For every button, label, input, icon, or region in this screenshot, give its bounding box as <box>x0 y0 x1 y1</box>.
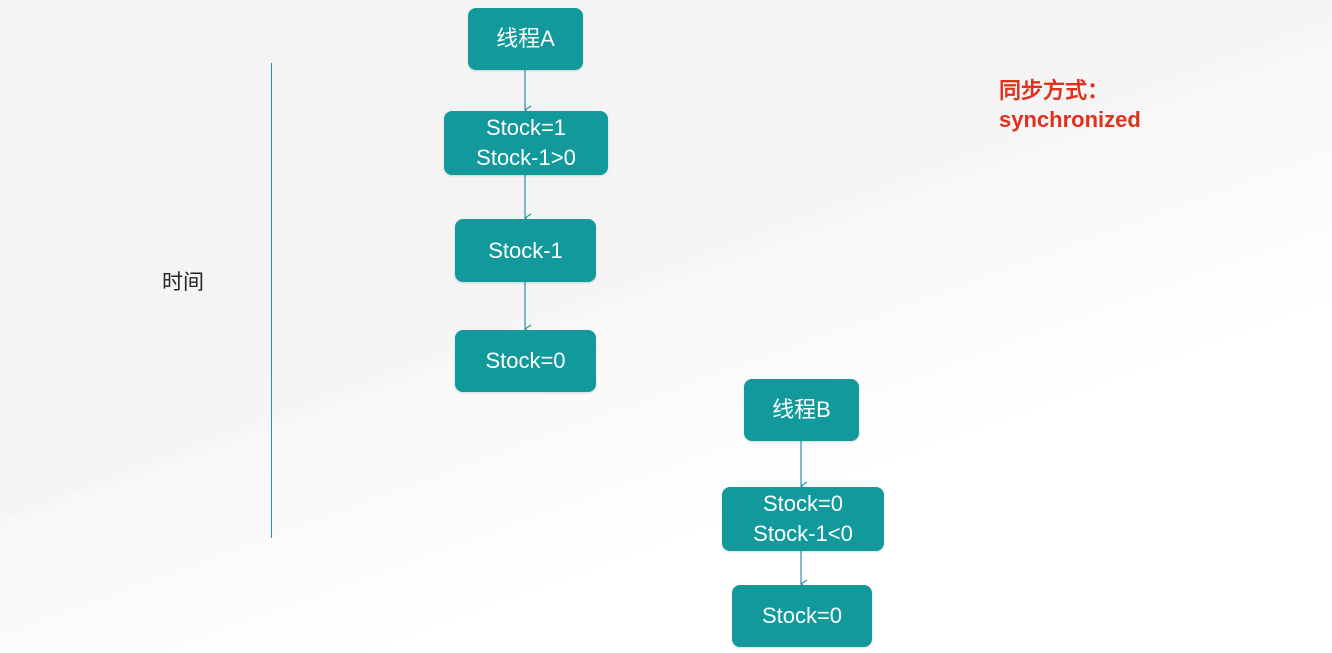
thread-b-check-node: Stock=0 Stock-1<0 <box>722 487 884 551</box>
thread-a-decrement-label: Stock-1 <box>488 237 563 263</box>
thread-a-header-label: 线程A <box>496 26 555 51</box>
time-axis-label: 时间 <box>162 270 204 294</box>
thread-a-check-node: Stock=1 Stock-1>0 <box>444 111 608 175</box>
thread-a-decrement-node: Stock-1 <box>455 219 596 282</box>
thread-a-result-label: Stock=0 <box>485 348 566 373</box>
sync-keyword: synchronized <box>999 107 1141 132</box>
thread-b-header-node: 线程B <box>744 379 859 441</box>
thread-b-check-line-2: Stock-1<0 <box>753 521 853 546</box>
thread-b-header-label: 线程B <box>772 397 831 422</box>
thread-b-result-node: Stock=0 <box>732 585 872 647</box>
timeline-axis <box>271 63 272 538</box>
thread-a-header-node: 线程A <box>468 8 583 70</box>
thread-b-check-line-1: Stock=0 <box>762 491 844 516</box>
sync-title: 同步方式： <box>999 78 1110 103</box>
sync-annotation: 同步方式： synchronized <box>999 76 1141 134</box>
thread-a-result-node: Stock=0 <box>455 330 596 392</box>
thread-a-check-line-2: Stock-1>0 <box>476 145 576 170</box>
thread-a-check-line-1: Stock=1 <box>485 115 567 140</box>
thread-b-result-label: Stock=0 <box>761 603 843 628</box>
